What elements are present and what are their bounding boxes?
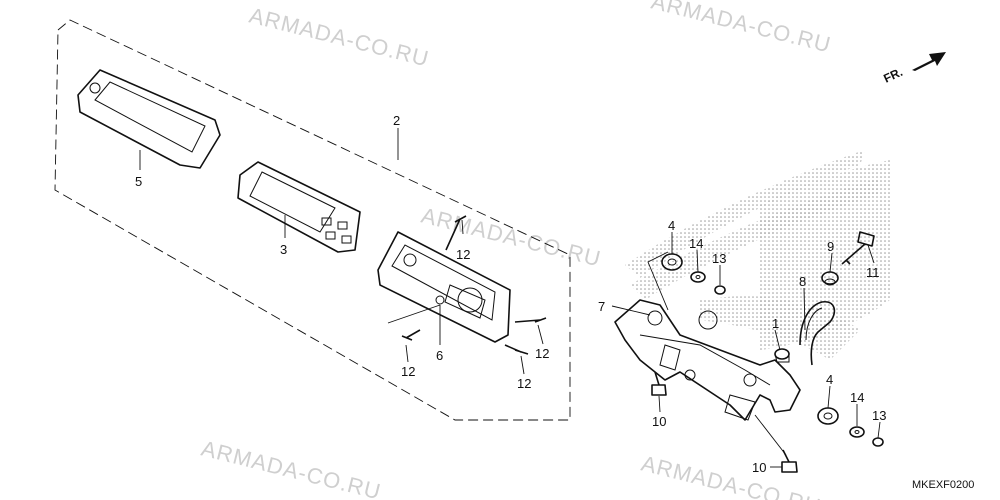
callout-4a: 4 xyxy=(668,218,675,233)
wire-clip-part xyxy=(799,301,836,366)
meter-bracket-assembly xyxy=(614,299,801,421)
callout-7: 7 xyxy=(598,299,605,314)
meter-cover-part xyxy=(77,69,221,169)
callout-14a: 14 xyxy=(689,236,703,251)
callout-12b: 12 xyxy=(401,364,415,379)
collar-part-1 xyxy=(774,348,790,363)
callout-2: 2 xyxy=(393,113,400,128)
callout-12d: 12 xyxy=(517,376,531,391)
nut-part-13a xyxy=(714,285,726,295)
leader-lines xyxy=(139,128,881,468)
wing-logo-background xyxy=(625,150,890,360)
meter-unit-part xyxy=(237,161,361,253)
callout-10b: 10 xyxy=(752,460,766,475)
callout-5: 5 xyxy=(135,174,142,189)
callout-labels: 2 5 3 6 12 12 12 12 4 14 13 7 8 9 11 1 4… xyxy=(135,113,886,475)
front-direction-label: FR. xyxy=(881,65,904,86)
watermark-text: ARMADA-CO.RU xyxy=(649,0,834,57)
callout-9: 9 xyxy=(827,239,834,254)
meter-case-part xyxy=(377,231,511,343)
callout-1: 1 xyxy=(772,316,779,331)
watermark-text: ARMADA-CO.RU xyxy=(247,3,432,72)
watermark-text: ARMADA-CO.RU xyxy=(639,451,824,500)
bolt-part-11 xyxy=(841,231,875,265)
front-direction-indicator: FR. xyxy=(881,52,946,86)
washer-part-14a xyxy=(690,271,706,283)
watermark-layer: ARMADA-CO.RU ARMADA-CO.RU ARMADA-CO.RU A… xyxy=(199,0,834,500)
front-arrow-icon xyxy=(912,52,946,71)
callout-6: 6 xyxy=(436,348,443,363)
diagram-code: MKEXF0200 xyxy=(912,479,974,491)
screw-parts-12 xyxy=(401,215,547,355)
callout-13a: 13 xyxy=(712,251,726,266)
watermark-text: ARMADA-CO.RU xyxy=(419,203,604,272)
meter-assembly-group-box xyxy=(54,19,571,421)
callout-12c: 12 xyxy=(535,346,549,361)
callout-12a: 12 xyxy=(456,247,470,262)
callout-10a: 10 xyxy=(652,414,666,429)
bolt-part-10a xyxy=(651,371,667,396)
callout-3: 3 xyxy=(280,242,287,257)
nut-part-13b xyxy=(872,437,884,447)
watermark-text: ARMADA-CO.RU xyxy=(199,436,384,500)
callout-8: 8 xyxy=(799,274,806,289)
callout-11: 11 xyxy=(866,265,880,280)
callout-4b: 4 xyxy=(826,372,833,387)
callout-13b: 13 xyxy=(872,408,886,423)
grommet-part-4b xyxy=(817,407,839,425)
callout-14b: 14 xyxy=(850,390,864,405)
washer-part-14b xyxy=(849,426,865,438)
